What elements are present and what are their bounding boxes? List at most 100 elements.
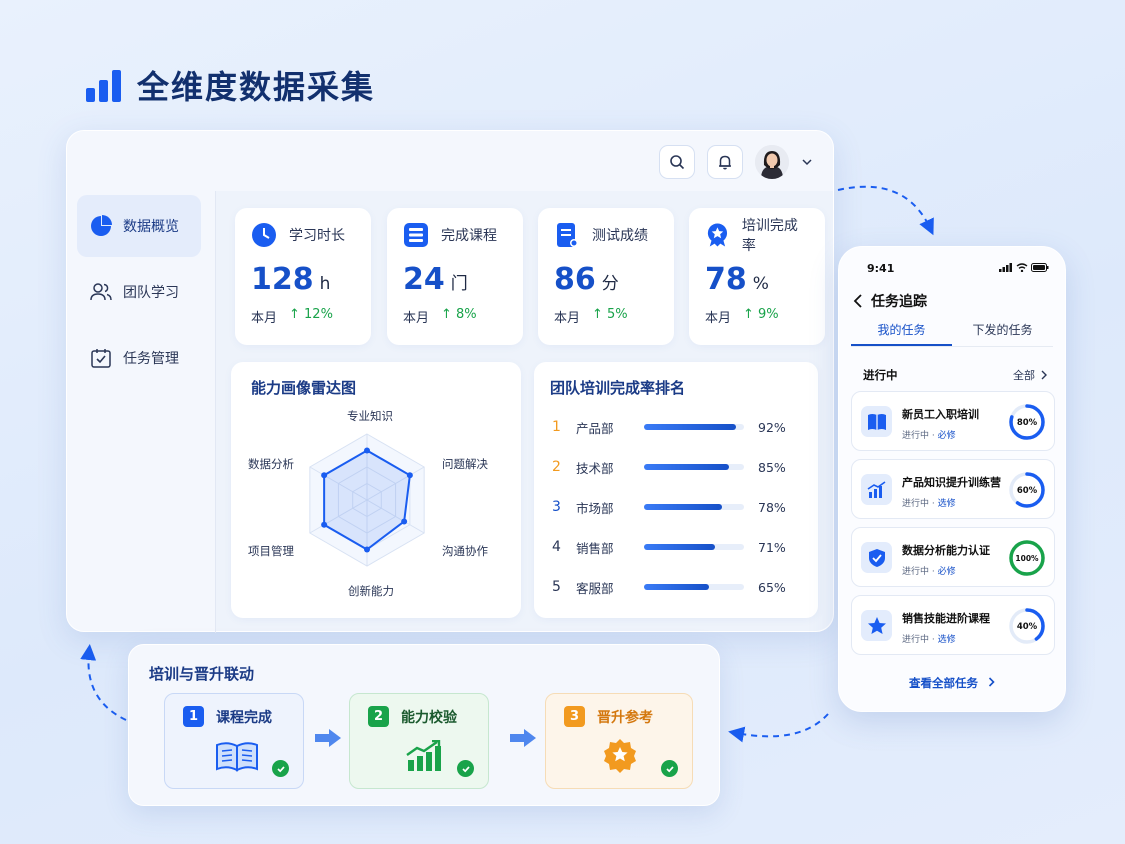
- stat-value: 128: [251, 262, 314, 297]
- rank-bar-fill: [644, 464, 729, 470]
- step-label: 课程完成: [216, 709, 272, 726]
- task-card[interactable]: 新员工入职培训 进行中 · 必修 80%: [851, 391, 1055, 451]
- rank-department: 技术部: [576, 460, 614, 476]
- radar-data-point: [321, 472, 328, 479]
- stat-unit: %: [752, 274, 769, 294]
- step-number: 3: [564, 706, 585, 727]
- wifi-icon: [1016, 263, 1028, 272]
- task-progress-ring: 80%: [1009, 404, 1045, 440]
- course-list-icon: [404, 223, 428, 247]
- radar-axis-line: [309, 466, 368, 501]
- rank-department: 销售部: [576, 540, 614, 556]
- task-card[interactable]: 销售技能进阶课程 进行中 · 选修 40%: [851, 595, 1055, 655]
- team-icon: [90, 283, 112, 301]
- task-tag: 选修: [937, 635, 956, 645]
- radar-axis-label: 数据分析: [248, 457, 294, 471]
- task-progress-label: 100%: [1015, 554, 1039, 563]
- step-label: 能力校验: [401, 709, 457, 726]
- task-progress-ring: 100%: [1009, 540, 1045, 576]
- sidebar-item-data-overview[interactable]: 数据概览: [77, 195, 201, 257]
- view-all-label: 查看全部任务: [908, 676, 978, 690]
- tab-my-tasks[interactable]: 我的任务: [851, 321, 952, 346]
- shield-check-icon: [861, 542, 892, 573]
- radar-data-point: [401, 518, 408, 525]
- phone-title: 任务追踪: [871, 294, 927, 310]
- step-number: 2: [368, 706, 389, 727]
- star-badge-icon: [604, 739, 636, 773]
- task-progress-label: 60%: [1017, 486, 1038, 496]
- rank-percent: 65%: [758, 579, 786, 595]
- radar-axis-line: [366, 499, 425, 534]
- task-progress-ring: 60%: [1009, 472, 1045, 508]
- sidebar-item-task-management[interactable]: 任务管理: [77, 327, 201, 389]
- radar-axis-line: [366, 466, 425, 501]
- rank-bar-track: [644, 424, 744, 430]
- battery-icon: [1031, 263, 1049, 272]
- rank-number: 4: [552, 539, 561, 555]
- stat-change: ↑ 12%: [289, 307, 333, 322]
- flow-step-course-complete[interactable]: 1 课程完成: [164, 693, 304, 789]
- rank-percent: 92%: [758, 419, 786, 435]
- stat-period: 本月: [705, 311, 732, 326]
- task-tag: 必修: [937, 567, 956, 577]
- flow-step-ability-check[interactable]: 2 能力校验: [349, 693, 489, 789]
- radar-title: 能力画像雷达图: [251, 379, 357, 397]
- task-status: 进行中: [902, 499, 930, 509]
- search-button[interactable]: [659, 145, 695, 179]
- stat-period: 本月: [554, 311, 581, 326]
- chevron-right-icon: [1041, 370, 1047, 380]
- rank-bar-fill: [644, 584, 709, 590]
- progress-arc: [1009, 608, 1045, 644]
- rank-department: 市场部: [576, 500, 614, 516]
- phone-tabs: 我的任务 下发的任务: [851, 321, 1053, 347]
- pie-chart-icon: [91, 215, 112, 236]
- user-avatar-icon: [755, 145, 789, 179]
- flow-step-promotion-reference[interactable]: 3 晋升参考: [545, 693, 693, 789]
- rank-percent: 71%: [758, 539, 786, 555]
- rank-bar-fill: [644, 424, 736, 430]
- flow-title: 培训与晋升联动: [149, 665, 255, 683]
- back-icon[interactable]: [853, 294, 863, 308]
- step-label: 晋升参考: [597, 709, 653, 726]
- stat-value: 86: [554, 262, 596, 297]
- filter-label: 全部: [1013, 369, 1035, 382]
- task-name: 数据分析能力认证: [902, 544, 990, 557]
- sidebar-item-label: 任务管理: [123, 351, 179, 367]
- task-card[interactable]: 产品知识提升训练营 进行中 · 选修 60%: [851, 459, 1055, 519]
- avatar[interactable]: [755, 145, 789, 179]
- sidebar-item-team-learning[interactable]: 团队学习: [77, 261, 201, 323]
- tab-assigned-tasks[interactable]: 下发的任务: [972, 323, 1033, 337]
- bar-chart-icon: [86, 68, 121, 102]
- ranking-row: 5 客服部 65%: [552, 576, 786, 598]
- rank-number: 3: [552, 499, 561, 515]
- radar-axis-line: [309, 499, 368, 534]
- search-icon: [670, 155, 685, 170]
- stat-unit: 门: [450, 274, 468, 294]
- ranking-title: 团队培训完成率排名: [550, 379, 686, 397]
- check-icon: [457, 760, 474, 777]
- task-tag: 选修: [937, 499, 956, 509]
- rank-number: 1: [552, 419, 561, 435]
- task-card[interactable]: 数据分析能力认证 进行中 · 必修 100%: [851, 527, 1055, 587]
- award-badge-icon: [707, 223, 728, 247]
- view-all-tasks-link[interactable]: 查看全部任务: [839, 675, 1065, 691]
- radar-axis-label: 项目管理: [248, 544, 294, 558]
- rank-bar-track: [644, 464, 744, 470]
- check-icon: [661, 760, 678, 777]
- view-all-filter[interactable]: 全部: [1013, 367, 1047, 383]
- progress-arc: [1009, 472, 1045, 508]
- ranking-row: 3 市场部 78%: [552, 496, 786, 518]
- rank-department: 客服部: [576, 580, 614, 596]
- radar-axis-label: 专业知识: [347, 409, 393, 423]
- stat-value: 78: [705, 262, 747, 297]
- ranking-panel: 团队培训完成率排名 1 产品部 92% 2 技术部 85% 3 市场部 78% …: [534, 362, 818, 618]
- arrow-right-icon: [315, 729, 341, 747]
- task-calendar-icon: [91, 349, 111, 368]
- chevron-down-icon[interactable]: [801, 156, 813, 168]
- training-promotion-flow: 培训与晋升联动 1 课程完成 2 能力校验 3 晋升参考: [128, 644, 720, 806]
- task-tag: 必修: [937, 431, 956, 441]
- notification-button[interactable]: [707, 145, 743, 179]
